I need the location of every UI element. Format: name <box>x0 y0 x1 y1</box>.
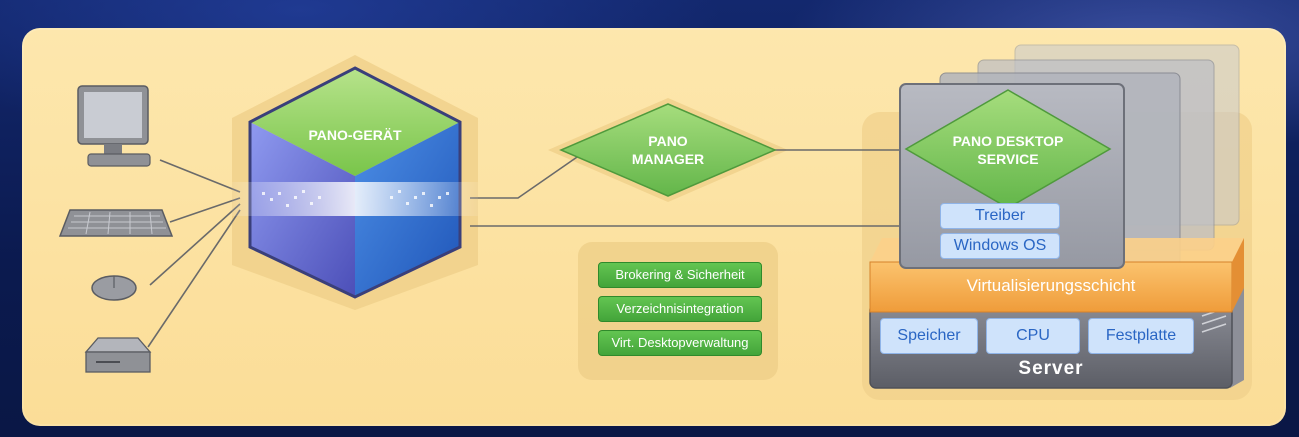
pano-manager-label-line2: MANAGER <box>631 151 705 167</box>
usb-drive-icon <box>84 337 152 373</box>
pano-device-label: PANO-GERÄT <box>308 127 402 143</box>
keyboard-icon <box>58 209 174 237</box>
pano-manager-label: PANO MANAGER <box>618 132 718 168</box>
desktop-service-label-line2: SERVICE <box>977 151 1039 167</box>
virtualization-layer-label: Virtualisierungsschicht <box>966 276 1136 295</box>
windows-os-chip: Windows OS <box>940 233 1060 259</box>
server-label: Server <box>1018 358 1084 379</box>
monitor-icon <box>77 85 151 167</box>
pano-manager-diamond <box>559 103 777 197</box>
resource-cpu: CPU <box>986 318 1080 354</box>
mouse-icon <box>91 275 137 301</box>
desktop-service-label: PANO DESKTOP SERVICE <box>938 132 1078 168</box>
connection-lines <box>147 149 900 348</box>
pano-manager-label-line1: PANO <box>648 133 688 149</box>
feature-brokering: Brokering & Sicherheit <box>598 262 762 288</box>
desktop-service-label-line1: PANO DESKTOP <box>952 133 1064 149</box>
resource-disk: Festplatte <box>1088 318 1194 354</box>
driver-chip: Treiber <box>940 203 1060 229</box>
pano-device-hexagon <box>232 66 478 299</box>
feature-virtual-desktop-management: Virt. Desktopverwaltung <box>598 330 762 356</box>
feature-directory-integration: Verzeichnisintegration <box>598 296 762 322</box>
resource-memory: Speicher <box>880 318 978 354</box>
